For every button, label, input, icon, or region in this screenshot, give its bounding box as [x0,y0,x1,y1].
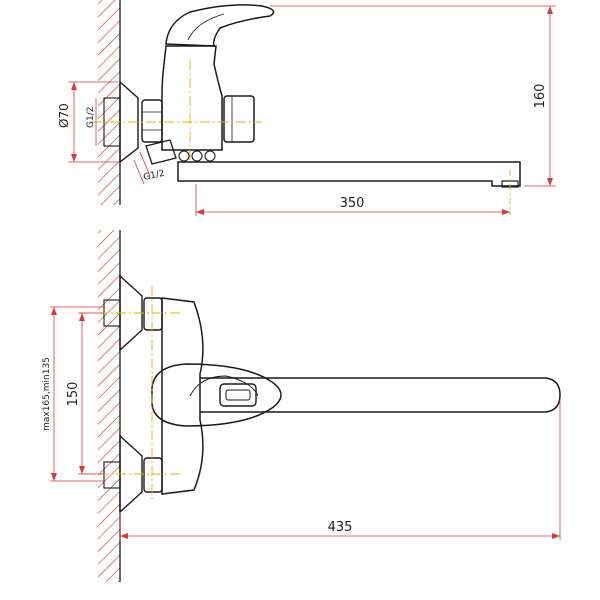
total-length-label: 435 [328,520,353,535]
diverter-slot [225,389,251,401]
dim-arrow [196,209,204,215]
mixer-body [161,45,223,151]
adjust-range-label: max165,min135 [42,357,52,431]
dim-arrow [71,82,77,90]
dim-arrow [79,466,85,474]
height-label: 160 [533,84,548,109]
spout-length-label: 350 [340,196,365,211]
bottom-fitting [103,461,121,489]
dim-arrow [51,307,57,315]
side-view: Ø70 G1/2 G1/2 160 350 [57,0,556,216]
wall-hatch-bottom [98,230,120,582]
dim-arrow [547,178,553,186]
connector-nut [141,99,163,143]
dim-arrow [71,154,77,162]
wall-hatch-top [98,0,120,205]
nozzle [178,150,190,162]
dim-arrow [79,313,85,321]
diverter-knob [223,95,255,143]
nozzle [204,150,216,162]
thread-wall-label: G1/2 [86,107,96,128]
dim-arrow [502,209,510,215]
diverter-top [219,383,257,407]
nozzle [191,150,203,162]
lever-top [151,363,282,427]
front-view: 150 max165,min135 435 [42,230,561,582]
dim-line [133,151,151,185]
center-distance-label: 150 [66,382,81,407]
lever-detail [187,13,225,41]
dim-arrow [547,6,553,14]
top-nut [143,297,163,331]
bottom-nut [143,457,163,493]
dim-arrow [51,473,57,481]
thread-shower-label: G1/2 [143,169,166,183]
dim-arrow [120,533,128,539]
flange-diameter-label: Ø70 [57,103,71,128]
shower-outlet [145,139,177,165]
lever-inner [189,375,259,397]
spout-front [200,377,561,413]
dim-arrow [552,533,560,539]
mixer-body-front [161,297,204,495]
lever-handle [165,4,275,47]
spout [177,161,521,187]
